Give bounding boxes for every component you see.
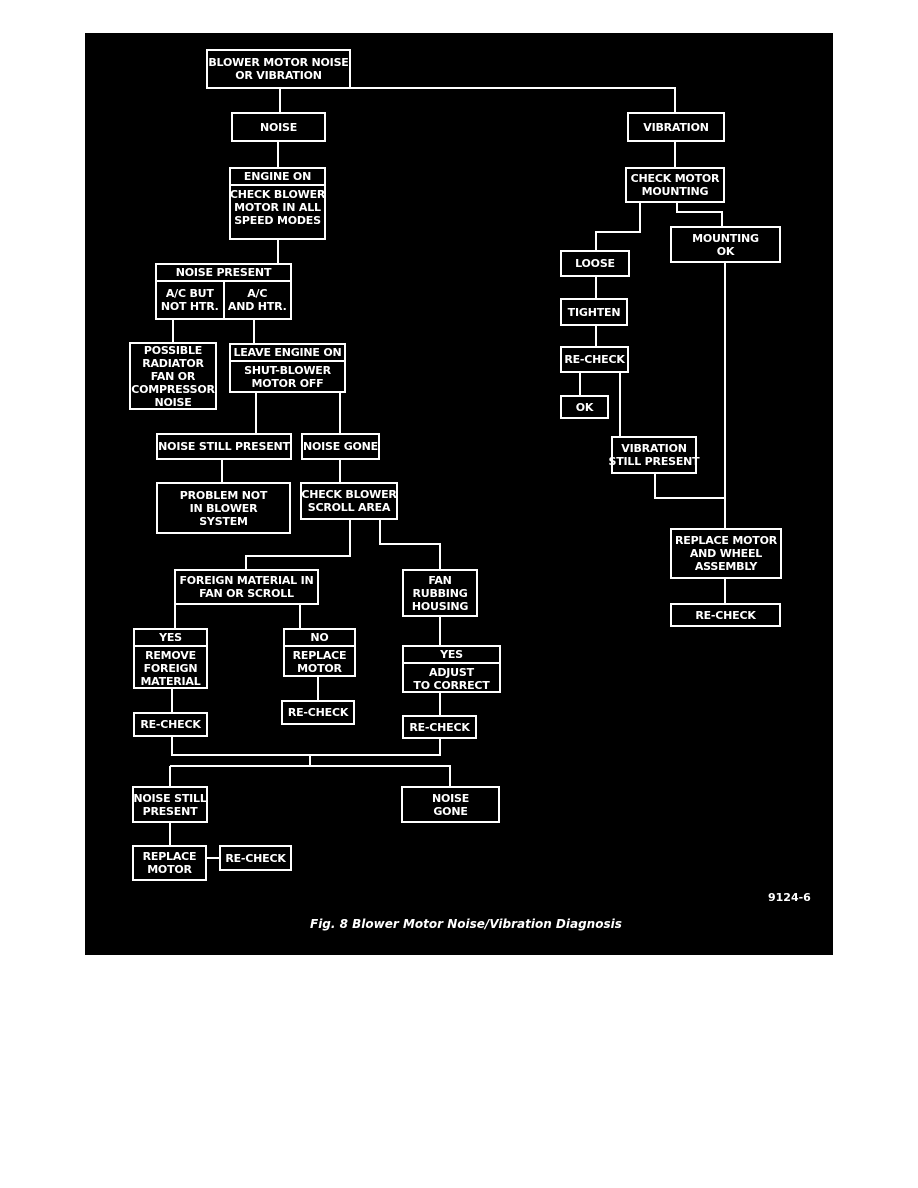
recheck-node: RE-CHECK	[402, 715, 477, 739]
connector	[170, 765, 451, 786]
possible-radiator-node: POSSIBLE RADIATOR FAN OR COMPRESSOR NOIS…	[129, 342, 217, 410]
noise-node: NOISE	[231, 112, 326, 142]
connector	[654, 473, 725, 499]
connector	[676, 203, 723, 226]
figure-caption: Fig. 8 Blower Motor Noise/Vibration Diag…	[310, 917, 622, 931]
vibration-still-present-node: VIBRATION STILL PRESENT	[609, 436, 700, 474]
recheck-node: RE-CHECK	[133, 712, 208, 737]
replace-motor-node: REPLACE MOTOR	[132, 845, 207, 881]
mounting-ok-node: MOUNTING OK	[670, 226, 781, 263]
noise-still-present-final-node: NOISE STILL PRESENT	[132, 786, 208, 823]
tighten-node: TIGHTEN	[560, 298, 628, 326]
foreign-material-node: FOREIGN MATERIAL IN FAN OR SCROLL	[174, 569, 319, 605]
noise-present-node: NOISE PRESENT A/C BUT NOT HTR. A/C AND H…	[155, 263, 292, 320]
connector	[245, 519, 351, 569]
noise-still-present-node: NOISE STILL PRESENT	[156, 433, 292, 460]
recheck-node: RE-CHECK	[670, 603, 781, 627]
fan-rubbing-housing-node: FAN RUBBING HOUSING	[402, 569, 478, 617]
recheck-node: RE-CHECK	[281, 700, 355, 725]
check-blower-scroll-node: CHECK BLOWER SCROLL AREA	[300, 482, 398, 520]
problem-not-in-blower-node: PROBLEM NOT IN BLOWER SYSTEM	[156, 482, 291, 534]
replace-motor-wheel-node: REPLACE MOTOR AND WHEEL ASSEMBLY	[670, 528, 782, 579]
noise-gone-final-node: NOISE GONE	[401, 786, 500, 823]
connector	[171, 736, 441, 756]
yes-remove-foreign-node: YES REMOVE FOREIGN MATERIAL	[133, 628, 208, 689]
blower-motor-noise-start: BLOWER MOTOR NOISE OR VIBRATION	[206, 49, 351, 89]
connector	[595, 203, 641, 250]
leave-engine-on-node: LEAVE ENGINE ON SHUT-BLOWER MOTOR OFF	[229, 343, 346, 393]
ok-node: OK	[560, 395, 609, 419]
recheck-node: RE-CHECK	[219, 845, 292, 871]
loose-node: LOOSE	[560, 250, 630, 277]
connector	[379, 519, 441, 569]
recheck-node: RE-CHECK	[560, 346, 629, 373]
yes-adjust-node: YES ADJUST TO CORRECT	[402, 645, 501, 693]
check-motor-mounting-node: CHECK MOTOR MOUNTING	[625, 167, 725, 203]
engine-on-check-node: ENGINE ON CHECK BLOWER MOTOR IN ALL SPEE…	[229, 167, 326, 240]
connector	[350, 87, 676, 112]
no-replace-motor-node: NO REPLACE MOTOR	[283, 628, 356, 677]
vibration-node: VIBRATION	[627, 112, 725, 142]
noise-gone-node: NOISE GONE	[301, 433, 380, 460]
figure-id: 9124-6	[768, 891, 811, 904]
